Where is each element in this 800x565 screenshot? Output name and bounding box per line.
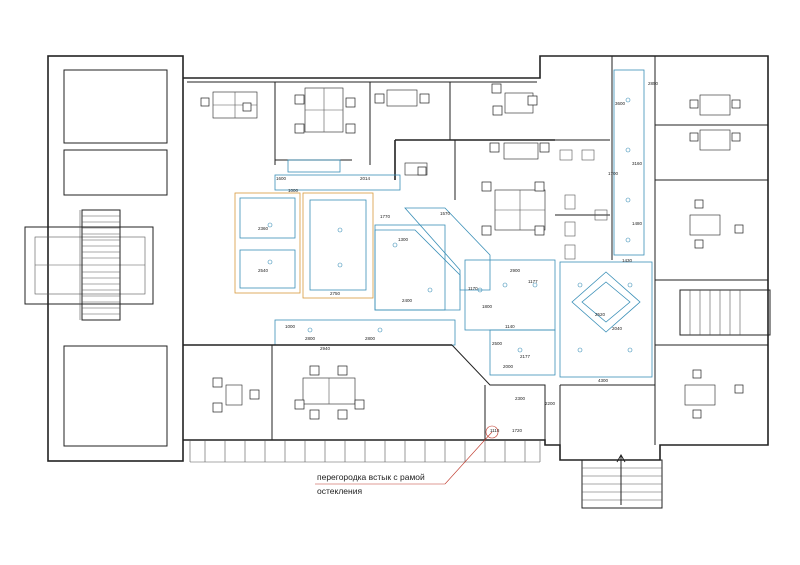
dim-label: 1600	[276, 176, 287, 181]
dim-label: 4300	[598, 378, 609, 383]
ceiling-plan	[234, 69, 653, 378]
left-wing	[24, 55, 184, 462]
dim-label: 2177	[520, 354, 531, 359]
dim-label: 2800	[365, 336, 376, 341]
callout-circle	[485, 425, 499, 439]
top-offices	[200, 82, 555, 236]
partition-note: перегородка встык с рамой остекления	[315, 425, 499, 496]
dim-label: 1570	[440, 211, 451, 216]
dim-label: 1300	[398, 237, 409, 242]
bottom-windows	[189, 440, 541, 463]
dim-label: 2360	[258, 226, 269, 231]
dim-label: 2400	[402, 298, 413, 303]
dim-label: 2800	[305, 336, 316, 341]
main-shell	[183, 55, 769, 463]
dimension-labels: 2360 2540 2750 2014 1770 1000 1000 2800 …	[258, 81, 659, 433]
dim-label: 2540	[258, 268, 269, 273]
dim-label: 1430	[622, 258, 633, 263]
dim-label: 2900	[510, 268, 521, 273]
dim-label: 1480	[632, 221, 643, 226]
dim-label: 2750	[330, 291, 341, 296]
staircase-right	[679, 289, 771, 336]
dim-label: 1170	[468, 286, 478, 291]
dim-label: 1140	[505, 324, 515, 329]
dim-label: 2850	[648, 81, 659, 86]
staircase-left	[24, 209, 154, 321]
right-wing	[555, 56, 771, 509]
dim-label: 2000	[503, 364, 514, 369]
bottom-offices	[183, 344, 655, 445]
dim-label: 1000	[288, 188, 299, 193]
dim-label: 2500	[492, 341, 503, 346]
dim-label: 1800	[482, 304, 493, 309]
dim-label: 1700	[608, 171, 619, 176]
entrance-stairs	[581, 453, 663, 509]
note-line-2: остекления	[317, 486, 362, 496]
dim-label: 1118	[490, 428, 500, 433]
dim-label: 1720	[512, 428, 523, 433]
dim-label: 1770	[380, 214, 391, 219]
dim-label: 1177	[528, 279, 538, 284]
dim-label: 3600	[615, 101, 626, 106]
dim-label: 2200	[545, 401, 556, 406]
dim-label: 1000	[285, 324, 296, 329]
dim-label: 2940	[320, 346, 331, 351]
dim-label: 2520	[595, 312, 606, 317]
note-line-1: перегородка встык с рамой	[317, 472, 425, 482]
dim-label: 3160	[632, 161, 643, 166]
dim-label: 2300	[515, 396, 526, 401]
dim-label: 2014	[360, 176, 371, 181]
dim-label: 2040	[612, 326, 623, 331]
